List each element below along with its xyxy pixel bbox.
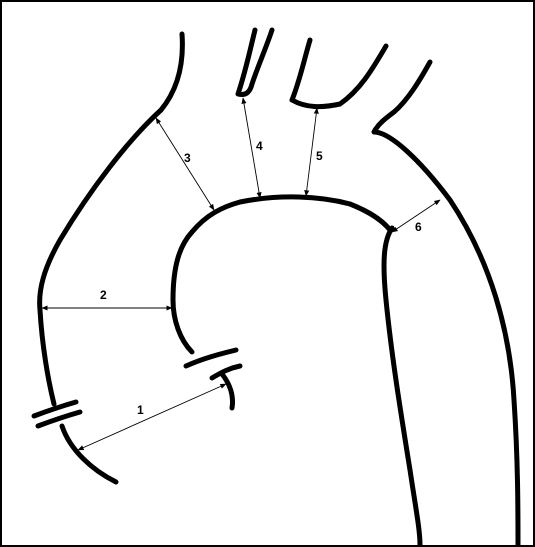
measure-label-5: 5 bbox=[316, 149, 323, 163]
measure-label-3: 3 bbox=[184, 151, 191, 165]
left-carotid-branch bbox=[292, 40, 386, 107]
outer-ascending-wall bbox=[40, 34, 183, 404]
measure-label-1: 1 bbox=[137, 403, 144, 417]
measure-label-6: 6 bbox=[415, 220, 422, 234]
outer-root-wall bbox=[62, 426, 116, 482]
descending-inner-wall bbox=[384, 228, 420, 545]
measure-line-1 bbox=[78, 384, 226, 450]
brachiocephalic-branch bbox=[238, 30, 272, 95]
descending-outer-wall bbox=[374, 62, 518, 545]
measure-label-4: 4 bbox=[256, 139, 263, 153]
inner-root-wall bbox=[222, 374, 233, 408]
inner-arch-wall bbox=[173, 197, 390, 352]
measure-label-2: 2 bbox=[100, 288, 107, 302]
